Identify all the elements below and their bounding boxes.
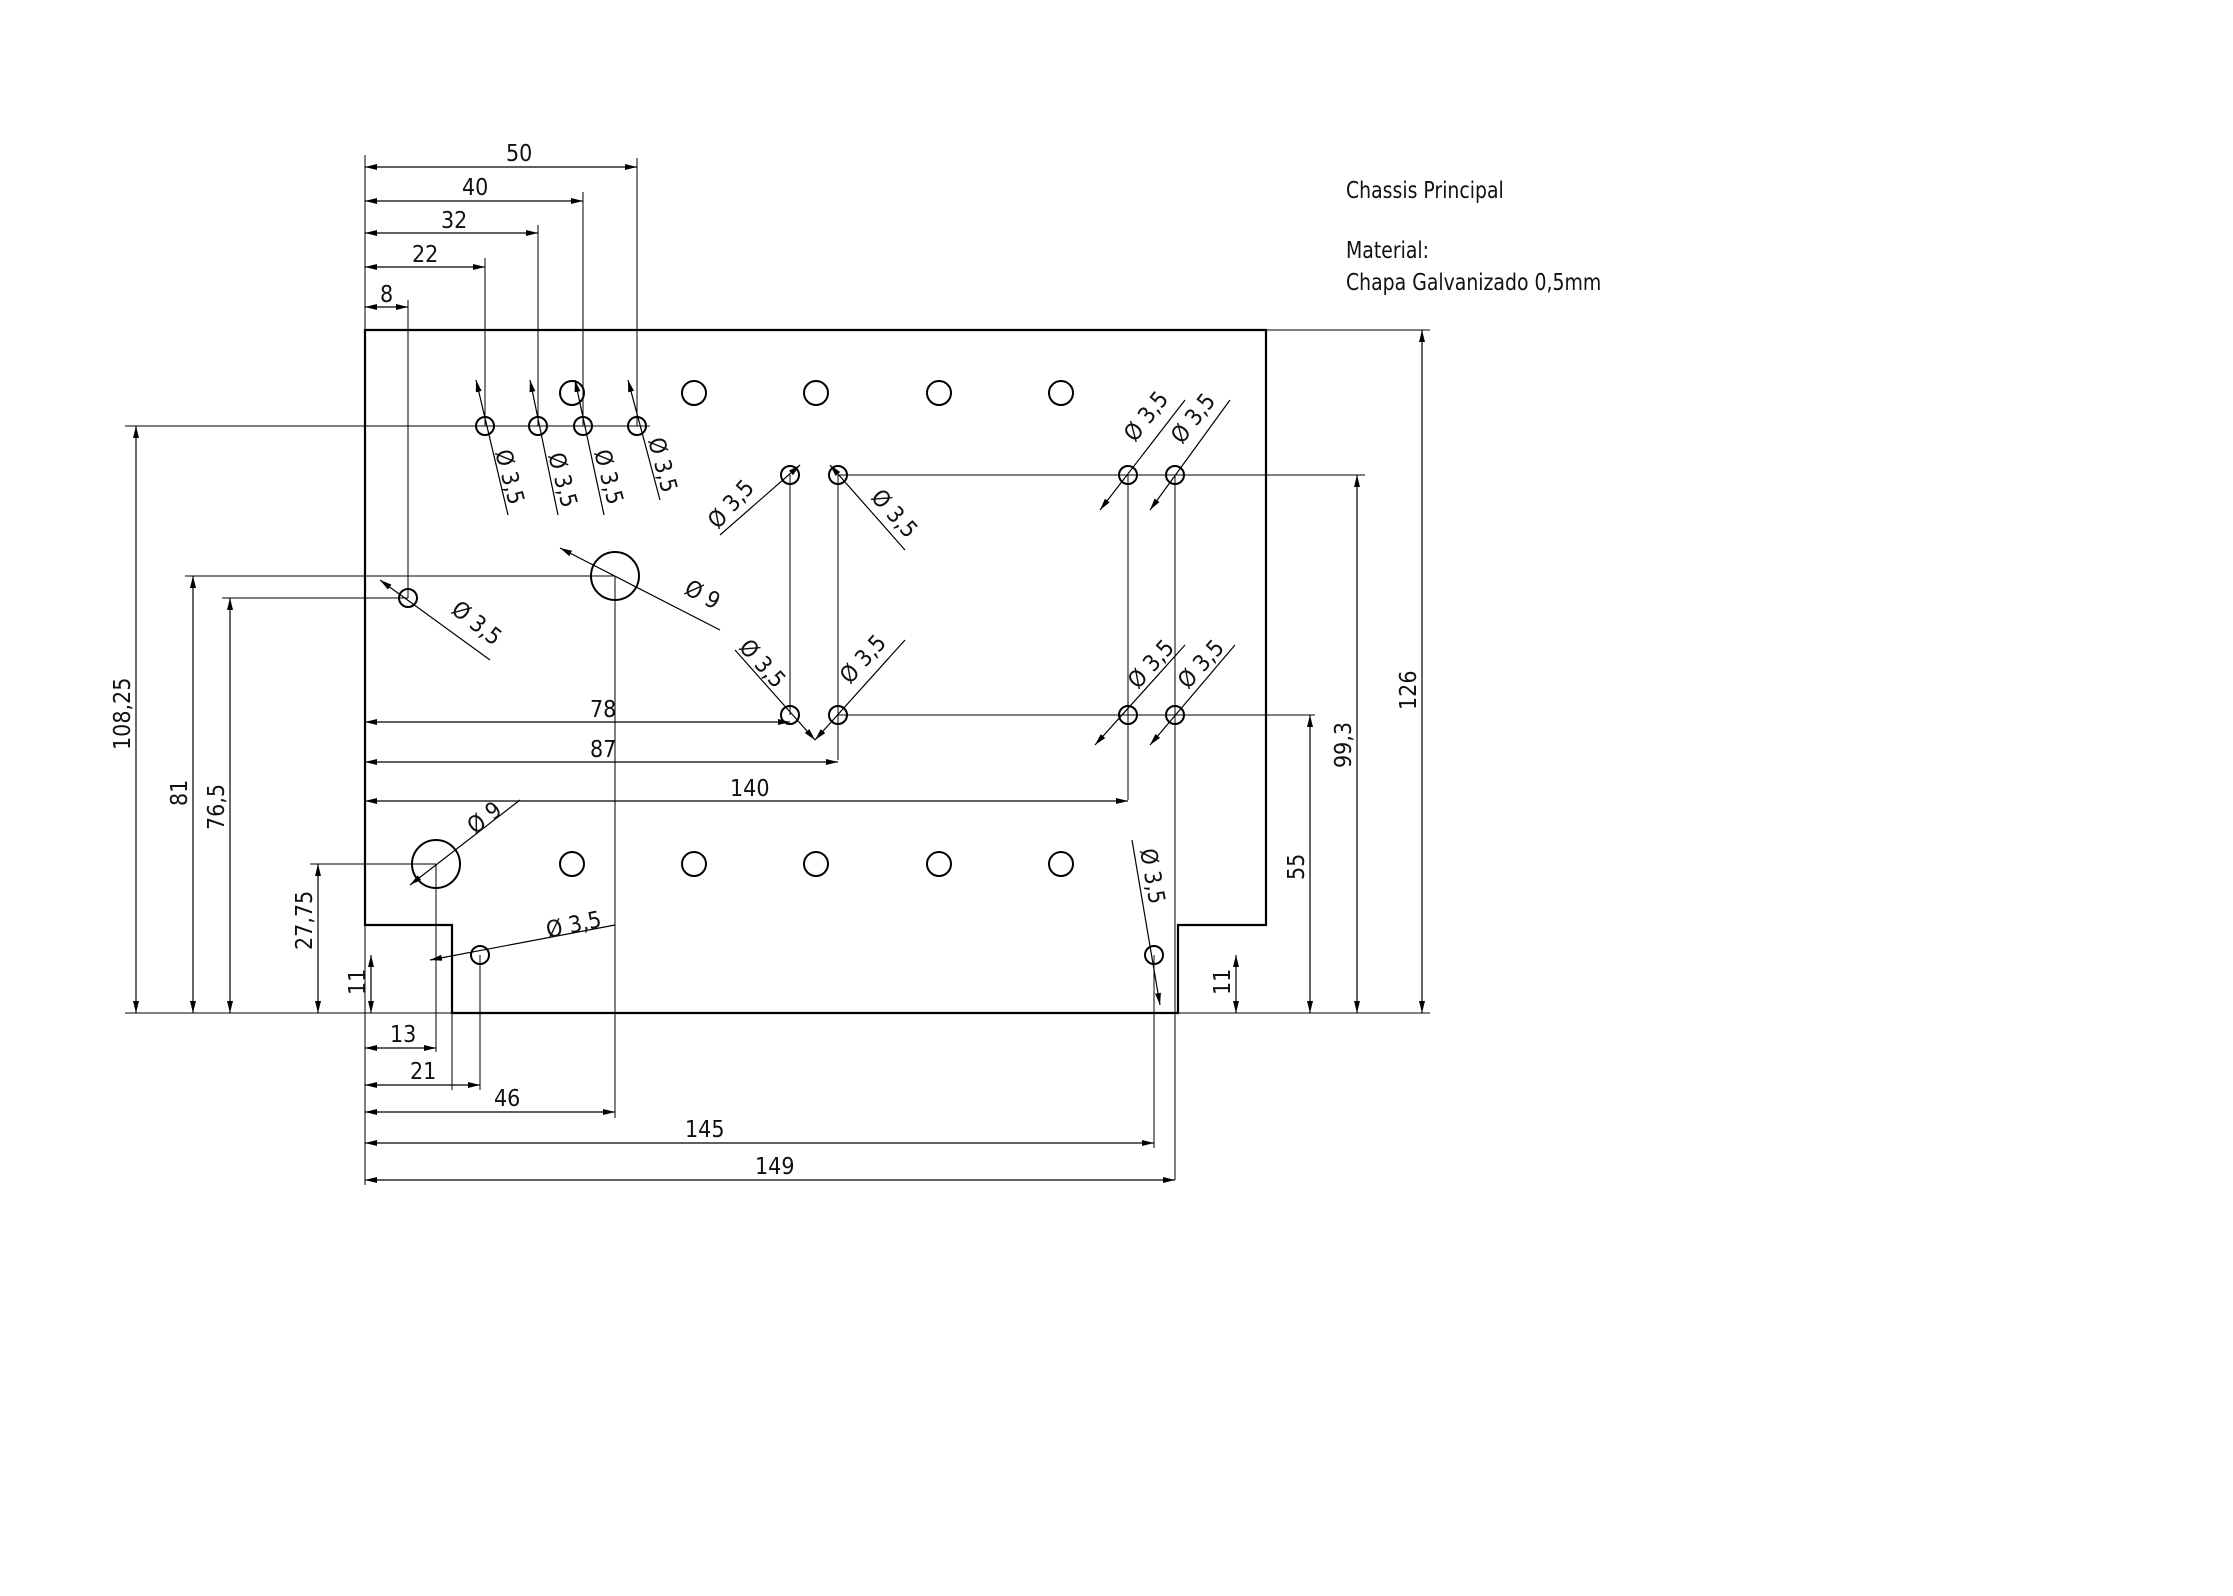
dimension-texts: 8 22 32 40 50 78 87 140 13 21 46 145 149… <box>110 141 1422 1180</box>
dim-145: 145 <box>685 1117 725 1143</box>
hole <box>803 380 829 406</box>
material-label: Material: <box>1346 238 1429 264</box>
title-block: Chassis Principal Material: Chapa Galvan… <box>1346 175 1601 299</box>
hole <box>926 380 952 406</box>
dim-2775: 27,75 <box>292 891 318 950</box>
dim-81: 81 <box>167 780 193 806</box>
dim-8: 8 <box>380 282 393 308</box>
callout-small: Ø 3,5 <box>489 447 529 508</box>
dim-108: 108,25 <box>110 678 136 750</box>
callout-small: Ø 3,5 <box>835 630 892 689</box>
hole <box>681 380 707 406</box>
dim-126: 126 <box>1396 671 1422 711</box>
hole <box>681 851 707 877</box>
callout-small: Ø 3,5 <box>1123 635 1180 694</box>
middle-dimensions <box>364 715 1128 810</box>
dim-22: 22 <box>412 242 438 268</box>
callout-small: Ø 3,5 <box>1166 389 1221 449</box>
dim-149: 149 <box>755 1154 795 1180</box>
hole-center-lines <box>789 474 1365 1180</box>
top-hole-row <box>410 380 650 436</box>
callout-small: Ø 3,5 <box>1119 387 1174 447</box>
dim-50: 50 <box>506 141 532 167</box>
leader-lines <box>379 379 1236 1006</box>
dim-140: 140 <box>730 776 770 802</box>
callout-small: Ø 3,5 <box>734 635 791 694</box>
dim-55: 55 <box>1284 854 1310 880</box>
dim-46: 46 <box>494 1086 520 1112</box>
dim-993: 99,3 <box>1331 722 1357 768</box>
upper-vent-holes <box>681 380 1074 406</box>
hole <box>559 380 585 406</box>
callout-small: Ø 3,5 <box>544 907 604 944</box>
lower-vent-holes <box>559 851 1074 877</box>
callout-small: Ø 3,5 <box>1134 847 1169 906</box>
callout-large: Ø 9 <box>680 575 724 615</box>
material-value: Chapa Galvanizado 0,5mm <box>1346 270 1602 296</box>
callout-small: Ø 3,5 <box>642 435 682 496</box>
dim-11-right: 11 <box>1210 969 1236 995</box>
hole <box>926 851 952 877</box>
part-name: Chassis Principal <box>1346 178 1504 204</box>
datum-lines <box>125 329 1430 1014</box>
hole <box>1048 851 1074 877</box>
dim-32: 32 <box>441 208 467 234</box>
hole <box>1048 380 1074 406</box>
hole <box>559 851 585 877</box>
dim-13: 13 <box>390 1022 416 1048</box>
dim-11-left: 11 <box>345 969 371 995</box>
top-dimensions <box>364 155 638 598</box>
dim-40: 40 <box>462 175 488 201</box>
bottom-dimensions <box>364 576 1175 1185</box>
callout-large: Ø 9 <box>463 797 507 840</box>
dim-78: 78 <box>590 697 616 723</box>
callout-small: Ø 3,5 <box>446 596 506 651</box>
dim-765: 76,5 <box>204 784 230 830</box>
hole <box>803 851 829 877</box>
left-dimensions <box>125 425 615 1013</box>
callout-small: Ø 3,5 <box>588 447 628 508</box>
dim-87: 87 <box>590 737 616 763</box>
mounting-holes <box>398 465 1185 965</box>
right-dimensions <box>1233 330 1425 1013</box>
callout-small: Ø 3,5 <box>542 450 582 511</box>
dim-21: 21 <box>410 1059 436 1085</box>
